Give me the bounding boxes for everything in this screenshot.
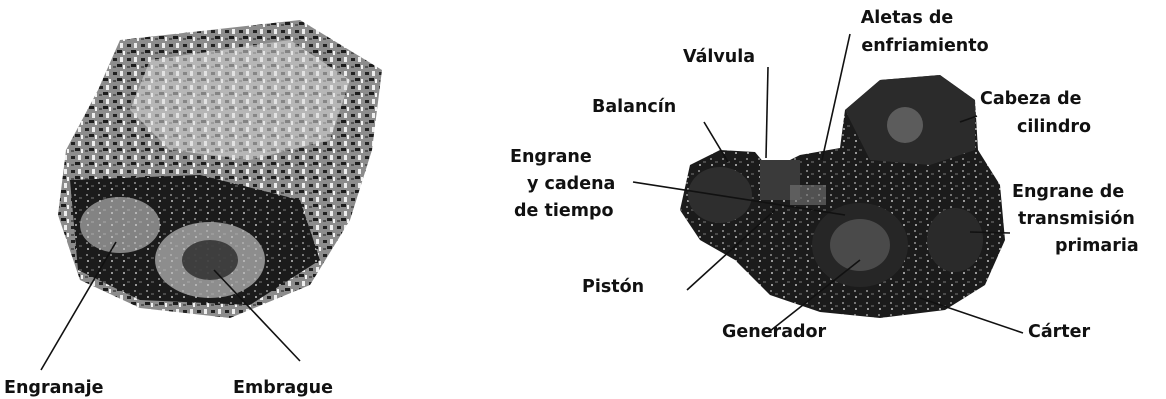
label-valvula: Válvula <box>683 47 755 67</box>
leader-valvula <box>766 67 768 158</box>
label-aletas-line1: Aletas de <box>861 8 954 28</box>
label-engrane-trans-line3: primaria <box>1055 236 1139 256</box>
label-cabeza-line1: Cabeza de <box>980 89 1082 109</box>
label-engrane-trans-line1: Engrane de <box>1012 182 1124 202</box>
label-engrane-tiempo-line2: y cadena <box>527 174 615 194</box>
label-engrane-tiempo-line1: Engrane <box>510 147 592 167</box>
label-cabeza-line2: cilindro <box>1017 117 1091 137</box>
label-aletas-line2: enfriamiento <box>861 36 988 56</box>
leader-carter <box>920 298 1023 333</box>
label-piston: Pistón <box>582 277 644 297</box>
label-carter: Cárter <box>1028 322 1091 342</box>
label-engrane-tiempo-line3: de tiempo <box>514 201 614 221</box>
label-embrague: Embrague <box>233 378 333 398</box>
label-engranaje: Engranaje <box>4 378 104 398</box>
label-balancin: Balancín <box>592 97 676 117</box>
label-engrane-trans-line2: transmisión <box>1018 209 1135 229</box>
leader-engrane-trans <box>970 232 1010 233</box>
label-generador: Generador <box>722 322 827 342</box>
left-engine-image <box>58 20 382 318</box>
